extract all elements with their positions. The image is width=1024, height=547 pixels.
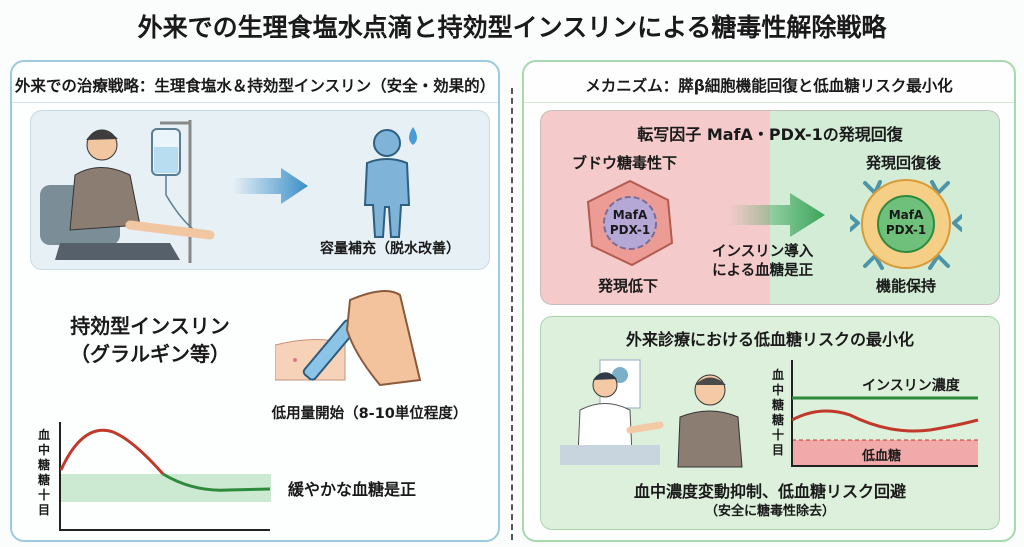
right-panel-header: メカニズム：膵β細胞機能回復と低血糖リスク最小化 bbox=[524, 74, 1014, 103]
blood-glucose-curve bbox=[791, 409, 979, 433]
insulin-intro-label: インスリン導入 による血糖是正 bbox=[712, 243, 813, 281]
stressed-beta-cell-icon bbox=[586, 179, 674, 267]
corrected-glucose-curve bbox=[162, 472, 271, 492]
left-graph-y-label: 血中糖糖十目 bbox=[38, 428, 51, 517]
insulin-pen-injection-illustration bbox=[275, 290, 422, 387]
hypoglycemia-label: 低血糖 bbox=[862, 449, 902, 464]
doctor-patient-illustration bbox=[560, 359, 743, 468]
recovery-label: 発現回復後 bbox=[866, 154, 942, 172]
after-cell-pdx1: PDX-1 bbox=[885, 223, 927, 237]
expression-decrease-label: 発現低下 bbox=[598, 277, 659, 295]
glucotoxicity-label: ブドウ糖毒性下 bbox=[572, 154, 678, 172]
transcription-factor-title: 転写因子 MafA・PDX-1の発現回復 bbox=[637, 125, 903, 144]
target-range-band bbox=[61, 474, 271, 502]
arrow-right-icon bbox=[730, 193, 825, 237]
long-acting-insulin-title: 持効型インスリン （グラルギン等） bbox=[40, 312, 260, 368]
volume-replacement-label: 容量補充（脱水改善） bbox=[320, 241, 460, 257]
arrow-right-icon bbox=[233, 168, 308, 204]
hypoglycemia-risk-title: 外来診療における低血糖リスクの最小化 bbox=[625, 330, 914, 349]
low-dose-start-label: 低用量開始（8-10単位程度） bbox=[271, 406, 468, 422]
after-cell-mafa: MafA bbox=[888, 208, 924, 222]
healthy-beta-cell-icon bbox=[850, 179, 962, 270]
hydrated-person-icon bbox=[363, 127, 417, 238]
gradual-correction-label: 緩やかな血糖是正 bbox=[288, 480, 417, 499]
insulin-concentration-label: インスリン濃度 bbox=[862, 378, 960, 394]
before-cell-pdx1: PDX-1 bbox=[609, 223, 651, 237]
arrow-label-line1: インスリン導入 bbox=[712, 244, 814, 260]
insulin-concentration-graph bbox=[791, 360, 979, 467]
graph-axes bbox=[791, 360, 978, 467]
patient-iv-illustration bbox=[40, 120, 215, 263]
page-title: 外来での生理食塩水点滴と持効型インスリンによる糖毒性解除戦略 bbox=[137, 13, 887, 42]
high-glucose-curve bbox=[59, 428, 165, 475]
right-graph-y-label: 血中糖糖十目 bbox=[772, 368, 785, 457]
left-panel-header: 外来での治療戦略：生理食塩水＆持効型インスリン（安全・効果的） bbox=[12, 74, 498, 103]
glucose-correction-graph bbox=[59, 422, 271, 531]
graph-axes bbox=[59, 422, 270, 531]
insulin-title-line2: （グラルギン等） bbox=[70, 342, 230, 366]
summary-line1: 血中濃度変動抑制、低血糖リスク回避 bbox=[633, 482, 906, 501]
before-cell-mafa: MafA bbox=[612, 208, 648, 222]
summary-line2: （安全に糖毒性除去） bbox=[704, 504, 835, 519]
hypoglycemia-band bbox=[792, 440, 978, 466]
arrow-label-line2: による血糖是正 bbox=[712, 263, 814, 279]
function-maintained-label: 機能保持 bbox=[876, 277, 937, 295]
insulin-title-line1: 持効型インスリン bbox=[70, 314, 230, 338]
section-divider bbox=[511, 88, 513, 540]
